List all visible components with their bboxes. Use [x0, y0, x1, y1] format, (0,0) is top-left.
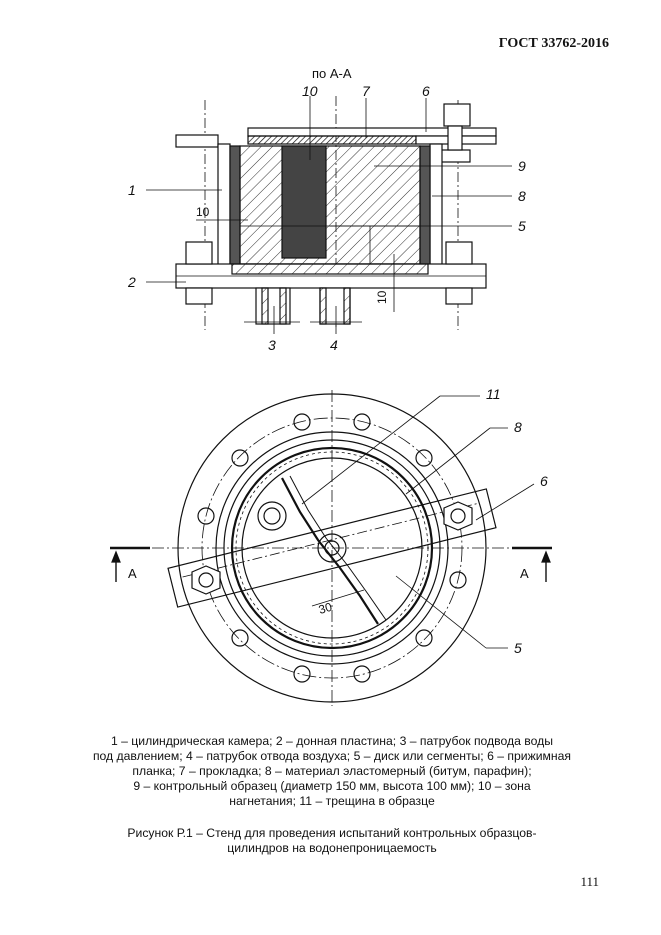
section-mark-left: А — [128, 566, 137, 581]
legend-line: 9 – контрольный образец (диаметр 150 мм,… — [133, 779, 531, 793]
nut-left — [191, 565, 221, 595]
section-view: по А-А — [146, 66, 512, 334]
legend-line: 1 – цилиндрическая камера; 2 – донная пл… — [110, 734, 554, 748]
callout-5: 5 — [518, 218, 526, 234]
legend-line: под давлением; 4 – патрубок отвода возду… — [92, 749, 572, 763]
bolt-holes — [197, 413, 467, 683]
callout-8: 8 — [518, 188, 526, 204]
caption-line: цилиндров на водонепроницаемость — [227, 841, 437, 855]
section-title: по А-А — [312, 66, 352, 81]
section-callouts: 10 7 6 9 1 8 10 5 2 10 3 4 — [127, 83, 526, 353]
callout-6-plan: 6 — [540, 473, 548, 489]
callout-6: 6 — [422, 83, 430, 99]
nut-right — [443, 501, 473, 531]
callout-10-top: 10 — [302, 83, 318, 99]
callout-9: 9 — [518, 158, 526, 174]
callout-10-bottom: 10 — [375, 290, 389, 304]
technical-drawing: по А-А — [110, 66, 552, 706]
figure-caption: Рисунок Р.1 – Стенд для проведения испыт… — [62, 826, 602, 856]
section-mark-right: А — [520, 566, 529, 581]
figure-legend: 1 – цилиндрическая камера; 2 – донная пл… — [62, 734, 602, 809]
plan-callouts: 11 8 6 5 А А — [128, 386, 548, 656]
callout-1: 1 — [128, 182, 136, 198]
dimension-30: 30 — [317, 600, 334, 617]
legend-line: нагнетания; 11 – трещина в образце — [229, 794, 435, 808]
callout-2: 2 — [127, 274, 136, 290]
callout-8-plan: 8 — [514, 419, 522, 435]
callout-11: 11 — [486, 386, 501, 402]
callout-7: 7 — [362, 83, 371, 99]
page-number: 111 — [580, 874, 599, 889]
legend-line: планка; 7 – прокладка; 8 – материал элас… — [132, 764, 532, 778]
standard-header: ГОСТ 33762-2016 — [498, 36, 609, 51]
callout-5-plan: 5 — [514, 640, 522, 656]
plan-view: 30 — [110, 390, 552, 706]
caption-line: Рисунок Р.1 – Стенд для проведения испыт… — [127, 826, 537, 840]
callout-3: 3 — [268, 337, 276, 353]
callout-4: 4 — [330, 337, 338, 353]
callout-10-left: 10 — [196, 205, 210, 219]
